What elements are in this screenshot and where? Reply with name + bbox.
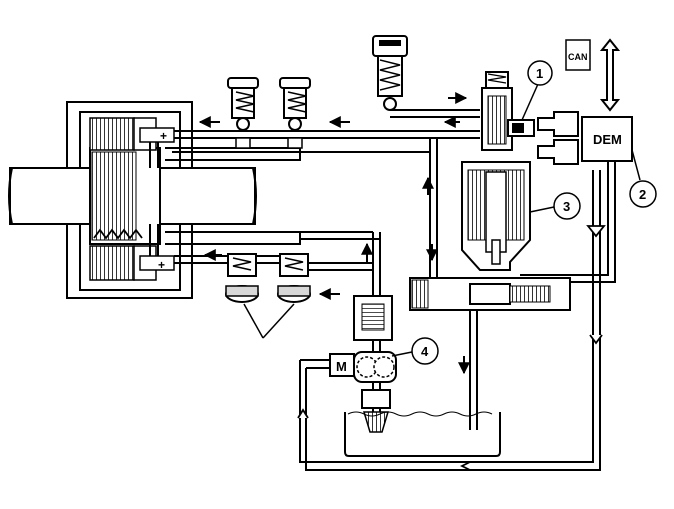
lower-valve-pair [225, 253, 311, 339]
dem-connectors [537, 111, 579, 165]
callout-2 [629, 180, 657, 208]
upper-valve-left [227, 77, 259, 149]
dem-module: DEM [581, 116, 633, 162]
svg-text:+: + [158, 258, 165, 272]
clutch-housing: + + [8, 101, 257, 299]
oil-sump [344, 411, 501, 457]
callout-2-label: 2 [639, 187, 646, 202]
actuator-cylinder [409, 277, 571, 311]
can-label: CAN [568, 52, 588, 62]
dem-label: DEM [593, 132, 622, 147]
callout-1-label: 1 [536, 66, 543, 81]
svg-text:+: + [160, 129, 167, 143]
callout-4-label: 4 [421, 344, 429, 359]
upper-valve-pair [227, 77, 311, 149]
pressure-regulator [461, 71, 535, 271]
can-bus: CAN [565, 38, 621, 112]
motor-label: M [336, 359, 347, 374]
flow-arrows [198, 92, 470, 375]
callout-4 [411, 337, 439, 365]
return-arrows [297, 225, 606, 471]
pump-assembly: M [329, 295, 397, 433]
callout-1 [527, 60, 553, 86]
callout-3 [553, 192, 581, 220]
top-pressure-valve [372, 35, 408, 111]
upper-valve-right [279, 77, 311, 149]
callout-3-label: 3 [563, 199, 570, 214]
callouts: 1 2 3 4 [391, 60, 657, 365]
